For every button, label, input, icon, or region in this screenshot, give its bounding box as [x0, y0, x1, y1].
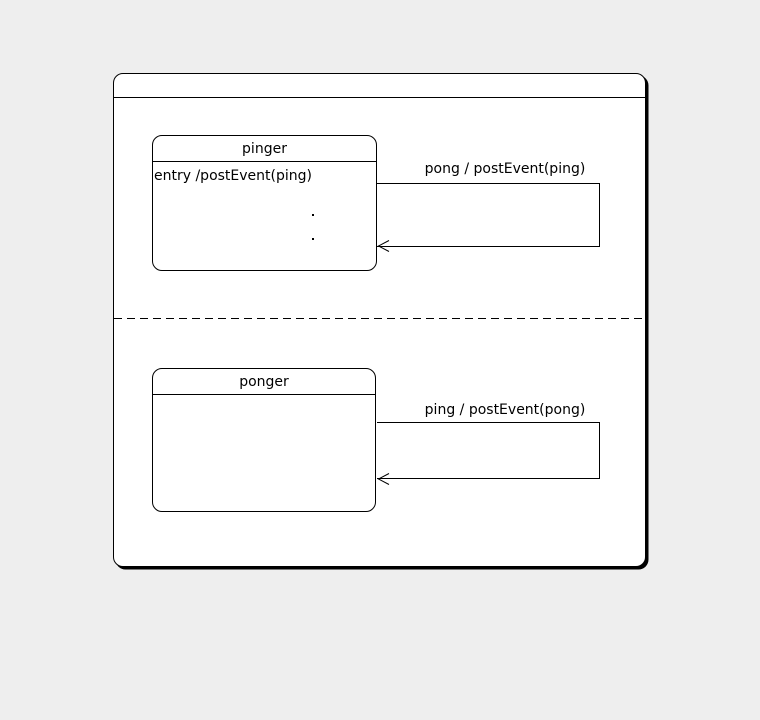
pinger-self-transition-path [377, 183, 600, 247]
arrowhead-icon [377, 240, 390, 252]
state-ponger-title: ponger [153, 369, 375, 395]
region-divider-dashed-line [114, 318, 645, 319]
continuation-dot [312, 238, 314, 240]
continuation-dot [312, 214, 314, 216]
ponger-self-transition-path [377, 422, 600, 479]
state-pinger-entry-action: entry /postEvent(ping) [154, 168, 312, 184]
state-pinger: pinger entry /postEvent(ping) [152, 135, 377, 271]
arrowhead-icon [377, 473, 390, 485]
ponger-transition-label: ping / postEvent(pong) [424, 402, 586, 418]
state-ponger: ponger [152, 368, 376, 512]
frame-title-bar [114, 74, 645, 97]
state-pinger-title: pinger [153, 136, 376, 162]
frame-title-separator [114, 97, 645, 98]
pinger-transition-label: pong / postEvent(ping) [424, 161, 586, 177]
statemachine-frame: pinger entry /postEvent(ping) pong / pos… [113, 73, 646, 567]
state-ponger-body [153, 395, 375, 407]
